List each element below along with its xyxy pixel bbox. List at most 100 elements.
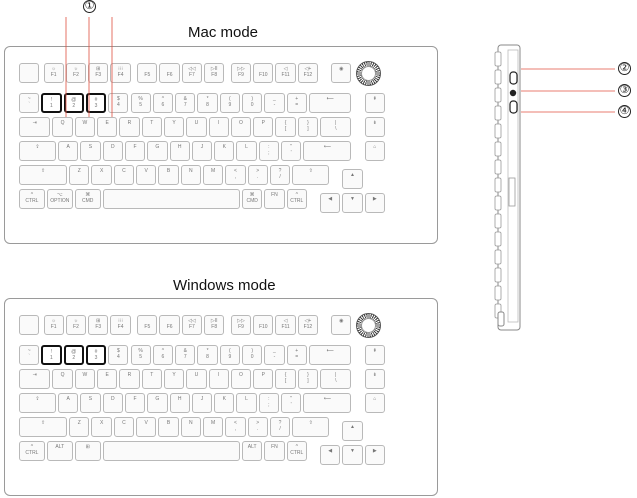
win-key-row4-8[interactable]: < , xyxy=(225,417,246,437)
win-key-row0-5[interactable]: F5 xyxy=(137,315,158,335)
win-key-row4-0[interactable]: ⇧ xyxy=(19,417,68,437)
mac-key-row0-7[interactable]: ◁◁ F7 xyxy=(181,63,203,83)
mac-key-row0-4[interactable]: ⁝⁝⁝ F4 xyxy=(110,63,131,83)
win-key-row0-4[interactable]: ⁝⁝⁝ F4 xyxy=(110,315,131,335)
mac-key-row4-4[interactable]: V xyxy=(136,165,157,185)
mac-key-row3-3[interactable]: D xyxy=(102,141,123,161)
win-key-row1-14[interactable]: ⇞ xyxy=(364,345,385,365)
win-key-row0-12[interactable]: ◁+ F12 xyxy=(297,315,319,335)
win-key-row1-10[interactable]: ) 0 xyxy=(242,345,263,365)
win-key-row4-1[interactable]: Z xyxy=(69,417,90,437)
mac-key-row0-3[interactable]: ⊞ F3 xyxy=(88,63,109,83)
win-key-row2-8[interactable]: I xyxy=(208,369,229,389)
win-key-row3-6[interactable]: H xyxy=(169,393,190,413)
mac-key-row3-13[interactable]: ⌂ xyxy=(364,141,385,161)
win-key-row1-1[interactable]: ! 1 xyxy=(41,345,62,365)
win-key-row4-12[interactable]: ▲ xyxy=(342,421,363,441)
mac-key-row2-3[interactable]: E xyxy=(97,117,118,137)
mac-key-row1-0[interactable]: ~ ` xyxy=(19,93,40,113)
win-key-row1-9[interactable]: ( 9 xyxy=(219,345,240,365)
mac-volume-knob[interactable] xyxy=(355,61,381,86)
mac-key-row4-5[interactable]: B xyxy=(158,165,179,185)
mac-key-row5-6[interactable]: ◀ xyxy=(320,193,341,213)
win-key-row3-8[interactable]: K xyxy=(214,393,235,413)
win-key-row2-14[interactable]: ⇟ xyxy=(364,369,385,389)
win-key-row2-12[interactable]: } ] xyxy=(297,369,319,389)
win-key-row2-11[interactable]: { [ xyxy=(275,369,296,389)
win-key-row1-8[interactable]: * 8 xyxy=(197,345,218,365)
win-key-row5-5[interactable]: ^ CTRL xyxy=(286,441,307,461)
win-key-row1-0[interactable]: ~ ` xyxy=(19,345,40,365)
win-key-row1-13[interactable]: ⟵ xyxy=(308,345,352,365)
win-key-row1-6[interactable]: ^ 6 xyxy=(152,345,174,365)
mac-key-row2-6[interactable]: Y xyxy=(163,117,185,137)
win-key-row0-7[interactable]: ◁◁ F7 xyxy=(181,315,203,335)
mac-key-row3-10[interactable]: : ; xyxy=(258,141,280,161)
win-key-row5-0[interactable]: ^ CTRL xyxy=(19,441,45,461)
win-key-row2-0[interactable]: ⇥ xyxy=(19,369,51,389)
win-key-row0-3[interactable]: ⊞ F3 xyxy=(88,315,109,335)
mac-key-row5-8[interactable]: ▶ xyxy=(364,193,385,213)
win-key-row3-7[interactable]: J xyxy=(191,393,213,413)
win-key-row5-6[interactable]: ◀ xyxy=(320,445,341,465)
win-key-row4-11[interactable]: ⇧ xyxy=(292,417,330,437)
mac-key-row3-8[interactable]: K xyxy=(214,141,235,161)
mac-key-row4-1[interactable]: Z xyxy=(69,165,90,185)
win-key-row4-10[interactable]: ? / xyxy=(269,417,291,437)
mac-key-row2-9[interactable]: O xyxy=(230,117,252,137)
win-key-row2-2[interactable]: W xyxy=(74,369,96,389)
win-key-row1-2[interactable]: @ 2 xyxy=(63,345,84,365)
mac-key-row1-8[interactable]: * 8 xyxy=(197,93,218,113)
mac-key-row4-0[interactable]: ⇧ xyxy=(19,165,68,185)
mac-key-row3-12[interactable]: ⟵ xyxy=(303,141,352,161)
mac-key-row1-3[interactable]: # 3 xyxy=(85,93,107,113)
mac-key-row2-1[interactable]: Q xyxy=(52,117,73,137)
win-key-row1-11[interactable]: _ - xyxy=(264,345,285,365)
win-key-row5-7[interactable]: ▼ xyxy=(342,445,363,465)
win-key-row1-7[interactable]: & 7 xyxy=(175,345,196,365)
mac-key-row1-9[interactable]: ( 9 xyxy=(219,93,240,113)
mac-key-row0-6[interactable]: F6 xyxy=(159,63,180,83)
win-key-row2-6[interactable]: Y xyxy=(163,369,185,389)
mac-key-row5-2[interactable]: ⌘ CMD xyxy=(74,189,101,209)
win-key-row3-1[interactable]: A xyxy=(58,393,79,413)
win-key-row4-7[interactable]: M xyxy=(202,417,224,437)
win-key-row0-8[interactable]: ▷II F8 xyxy=(204,315,225,335)
win-key-row5-8[interactable]: ▶ xyxy=(364,445,385,465)
win-key-row2-13[interactable]: | \ xyxy=(320,369,352,389)
mac-key-row5-1[interactable]: ⌥ OPTION xyxy=(46,189,73,209)
mac-key-row4-2[interactable]: X xyxy=(91,165,112,185)
mac-key-row2-13[interactable]: | \ xyxy=(320,117,352,137)
mac-key-row3-1[interactable]: A xyxy=(58,141,79,161)
mac-key-row4-8[interactable]: < , xyxy=(225,165,246,185)
mac-key-row1-5[interactable]: % 5 xyxy=(130,93,151,113)
mac-key-row2-5[interactable]: T xyxy=(141,117,162,137)
mac-key-row1-4[interactable]: $ 4 xyxy=(108,93,129,113)
win-key-row2-4[interactable]: R xyxy=(119,369,140,389)
mac-key-row0-0[interactable] xyxy=(19,63,40,83)
win-key-row3-12[interactable]: ⟵ xyxy=(303,393,352,413)
win-key-row1-5[interactable]: % 5 xyxy=(130,345,151,365)
mac-key-row3-5[interactable]: G xyxy=(147,141,168,161)
mac-key-row5-4[interactable]: FN xyxy=(264,189,285,209)
win-key-row5-1[interactable]: ALT xyxy=(46,441,73,461)
mac-key-row1-11[interactable]: _ - xyxy=(264,93,285,113)
win-key-row3-13[interactable]: ⌂ xyxy=(364,393,385,413)
mac-key-row0-2[interactable]: ☼ F2 xyxy=(65,63,87,83)
win-key-row3-9[interactable]: L xyxy=(236,393,257,413)
win-key-row0-0[interactable] xyxy=(19,315,40,335)
win-volume-knob[interactable] xyxy=(355,313,381,338)
win-key-row0-10[interactable]: F10 xyxy=(253,315,274,335)
win-key-row3-11[interactable]: " ' xyxy=(281,393,302,413)
mac-key-row1-2[interactable]: @ 2 xyxy=(63,93,84,113)
win-key-row2-3[interactable]: E xyxy=(97,369,118,389)
mac-key-row1-10[interactable]: ) 0 xyxy=(242,93,263,113)
win-spacebar[interactable] xyxy=(102,441,240,461)
win-key-row3-5[interactable]: G xyxy=(147,393,168,413)
mac-key-row0-1[interactable]: ☼ F1 xyxy=(43,63,64,83)
win-key-row2-7[interactable]: U xyxy=(186,369,207,389)
mac-key-row3-2[interactable]: S xyxy=(80,141,101,161)
win-key-row5-2[interactable]: ⊞ xyxy=(74,441,101,461)
mac-key-row0-9[interactable]: ▷▷ F9 xyxy=(230,63,252,83)
mac-key-row3-7[interactable]: J xyxy=(191,141,213,161)
